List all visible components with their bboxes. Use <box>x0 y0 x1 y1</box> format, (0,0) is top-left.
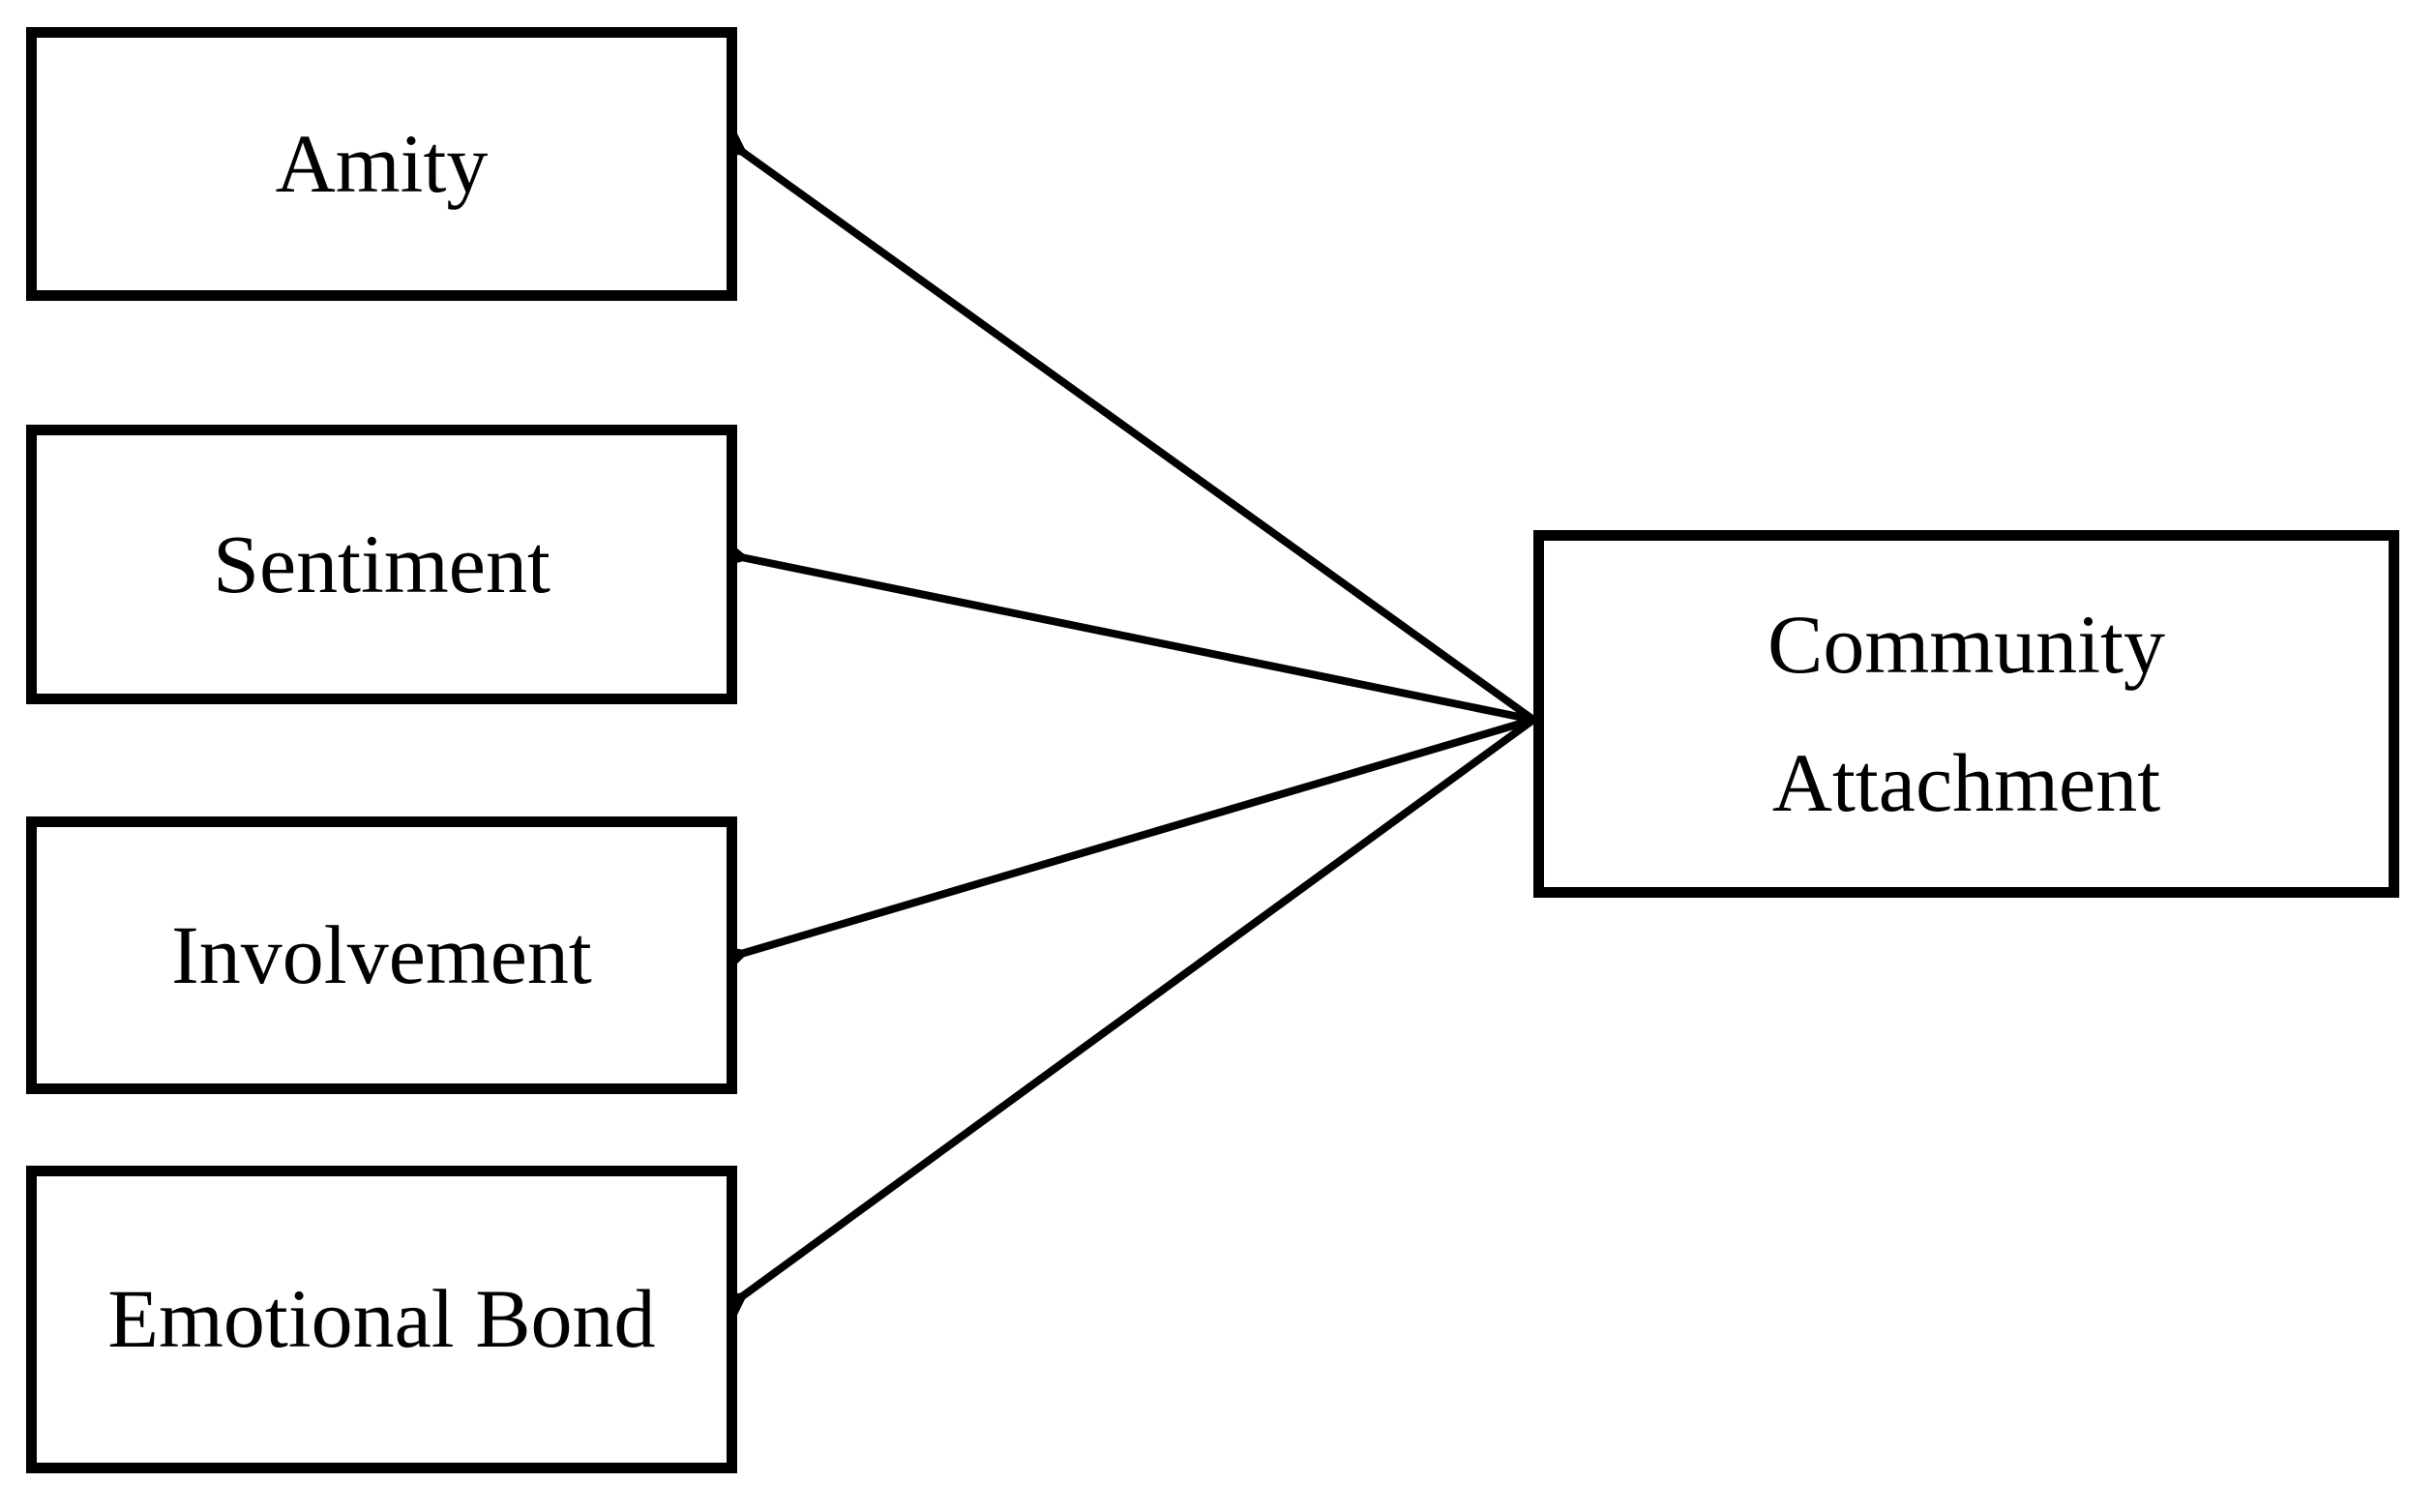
community-attachment-label-line-1: Community <box>1768 598 2165 691</box>
community-attachment-label-line-2: Attachment <box>1771 736 2161 829</box>
node-involvement: Involvement <box>26 816 737 1094</box>
edge-community-attachment-to-emotional-bond <box>741 716 1536 1297</box>
node-community-attachment-label: Community Attachment <box>1768 576 2165 852</box>
edge-community-attachment-to-sentiment <box>741 557 1534 724</box>
edge-community-attachment-to-involvement <box>741 716 1535 954</box>
node-community-attachment: Community Attachment <box>1533 530 2399 898</box>
node-amity: Amity <box>26 27 737 301</box>
node-amity-label: Amity <box>275 116 489 210</box>
node-involvement-label: Involvement <box>171 907 592 1001</box>
node-emotional-bond-label: Emotional Bond <box>107 1272 656 1366</box>
node-sentiment: Sentiment <box>26 425 737 704</box>
node-sentiment-label: Sentiment <box>213 517 550 610</box>
node-emotional-bond: Emotional Bond <box>26 1166 737 1473</box>
edge-community-attachment-to-amity <box>741 151 1536 724</box>
